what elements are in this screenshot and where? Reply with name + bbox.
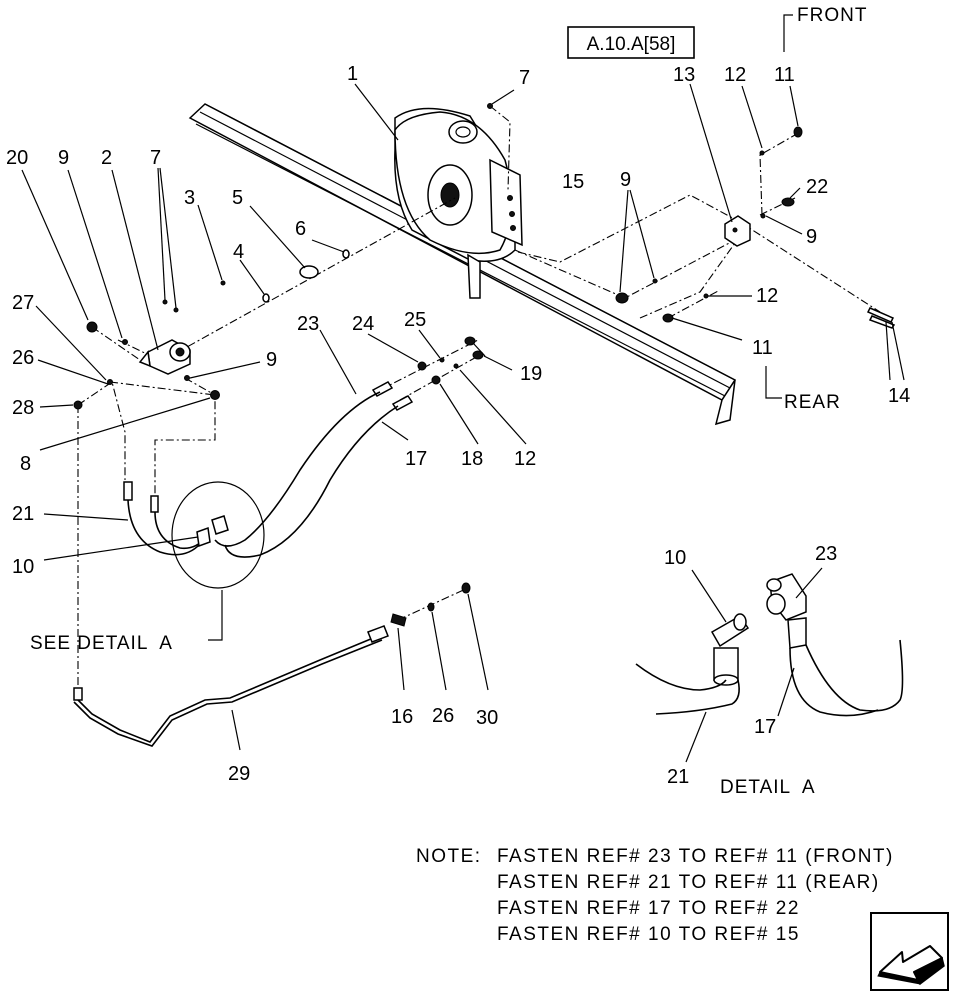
- callout-9d[interactable]: 9: [806, 226, 817, 248]
- rear-label: REAR: [784, 392, 841, 413]
- callout-24[interactable]: 24: [352, 313, 374, 335]
- callout-4[interactable]: 4: [233, 241, 244, 263]
- callout-12c[interactable]: 12: [514, 448, 536, 470]
- callout-5[interactable]: 5: [232, 187, 243, 209]
- callout-7a[interactable]: 7: [519, 67, 530, 89]
- detail-a-view: [635, 573, 904, 717]
- callout-21b[interactable]: 21: [667, 766, 689, 788]
- callout-30[interactable]: 30: [476, 707, 498, 729]
- note-prefix: NOTE:: [416, 846, 482, 867]
- callout-27[interactable]: 27: [12, 292, 34, 314]
- callout-11a[interactable]: 11: [774, 64, 795, 86]
- callout-21a[interactable]: 21: [12, 503, 34, 525]
- callout-23b[interactable]: 23: [815, 543, 837, 565]
- reference-box-text: A.10.A[58]: [587, 34, 676, 55]
- detail-circle: [171, 481, 265, 589]
- callout-9b[interactable]: 9: [266, 349, 277, 371]
- meter-housing: [394, 107, 523, 299]
- notes-block: NOTE: FASTEN REF# 23 TO REF# 11 (FRONT) …: [416, 846, 894, 945]
- callout-29[interactable]: 29: [228, 763, 250, 785]
- callout-15[interactable]: 15: [562, 171, 584, 193]
- callout-8[interactable]: 8: [20, 453, 31, 475]
- callout-22[interactable]: 22: [806, 176, 828, 198]
- callout-13[interactable]: 13: [673, 64, 695, 86]
- callout-19[interactable]: 19: [520, 363, 542, 385]
- callout-23a[interactable]: 23: [297, 313, 319, 335]
- note-line-2: FASTEN REF# 21 TO REF# 11 (REAR): [497, 872, 880, 893]
- callout-10a[interactable]: 10: [12, 556, 34, 578]
- back-arrow-icon[interactable]: [870, 912, 949, 991]
- front-label: FRONT: [797, 5, 867, 26]
- callout-16[interactable]: 16: [391, 706, 413, 728]
- detail-a-title: DETAIL A: [720, 777, 816, 798]
- callout-9c[interactable]: 9: [620, 169, 631, 191]
- callout-26a[interactable]: 26: [12, 347, 34, 369]
- meter-drive-part: [138, 339, 191, 375]
- see-detail-label: SEE DETAIL A: [30, 633, 173, 654]
- callout-18[interactable]: 18: [461, 448, 483, 470]
- callout-1[interactable]: 1: [347, 63, 358, 85]
- callout-11b[interactable]: 11: [752, 337, 773, 359]
- callout-14[interactable]: 14: [888, 385, 910, 407]
- callout-26b[interactable]: 26: [432, 705, 454, 727]
- callout-20[interactable]: 20: [6, 147, 28, 169]
- callout-7b[interactable]: 7: [150, 147, 161, 169]
- callout-2[interactable]: 2: [101, 147, 112, 169]
- note-line-3: FASTEN REF# 17 TO REF# 22: [497, 898, 800, 919]
- callout-9a[interactable]: 9: [58, 147, 69, 169]
- callout-17b[interactable]: 17: [754, 716, 776, 738]
- callout-25[interactable]: 25: [404, 309, 426, 331]
- callouts: 1 2 3 4 5 6 7 7 8 9 9 9 9 10 10 11 11 12…: [6, 63, 910, 788]
- callout-3[interactable]: 3: [184, 187, 195, 209]
- hoses: [73, 391, 399, 747]
- callout-12b[interactable]: 12: [756, 285, 778, 307]
- callout-6[interactable]: 6: [295, 218, 306, 240]
- callout-10b[interactable]: 10: [664, 547, 686, 569]
- note-line-4: FASTEN REF# 10 TO REF# 15: [497, 924, 800, 945]
- note-line-1: FASTEN REF# 23 TO REF# 11 (FRONT): [497, 846, 894, 867]
- callout-17a[interactable]: 17: [405, 448, 427, 470]
- callout-28[interactable]: 28: [12, 397, 34, 419]
- small-parts: [73, 103, 896, 701]
- callout-12a[interactable]: 12: [724, 64, 746, 86]
- reference-box[interactable]: A.10.A[58]: [567, 26, 695, 59]
- leader-lines: [21, 14, 905, 763]
